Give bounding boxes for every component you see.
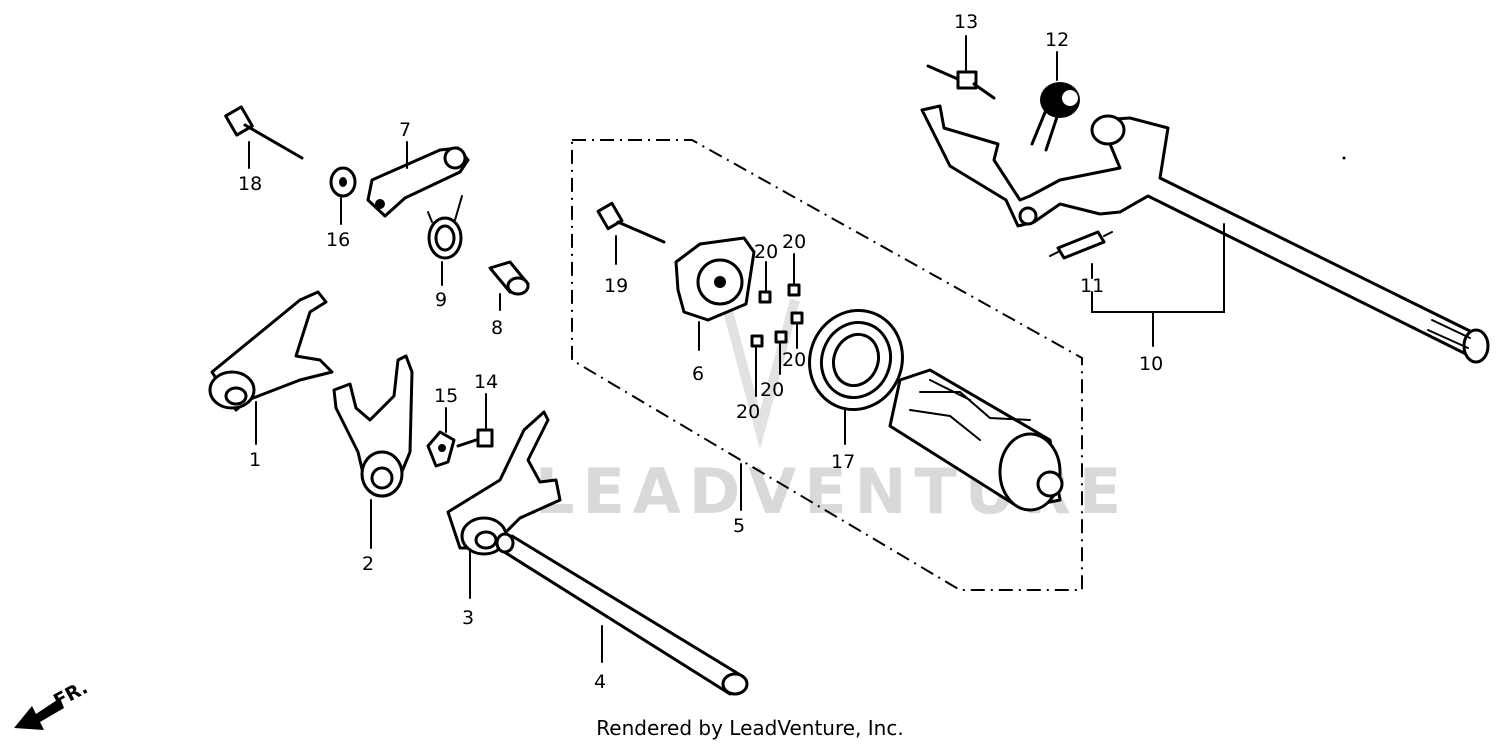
- bearing-17: [808, 308, 904, 445]
- callout-20e: 20: [736, 401, 760, 423]
- stopper-arm-7: [366, 141, 470, 218]
- assembly-outline-5: [571, 139, 1083, 591]
- bolt-13: [926, 35, 996, 100]
- spring-9: [427, 195, 463, 286]
- shift-drum-5: [740, 368, 1064, 512]
- callout-2: 2: [362, 553, 374, 575]
- shift-fork-1: [208, 290, 334, 445]
- callout-19: 19: [604, 275, 628, 297]
- collar-8: [488, 260, 530, 311]
- callout-13: 13: [954, 11, 978, 33]
- callout-3: 3: [462, 607, 474, 629]
- callout-9: 9: [435, 289, 447, 311]
- callout-1: 1: [249, 449, 261, 471]
- callout-18: 18: [238, 173, 262, 195]
- callout-17: 17: [831, 451, 855, 473]
- footer-credit: Rendered by LeadVenture, Inc.: [596, 716, 904, 740]
- callout-10: 10: [1139, 353, 1163, 375]
- cam-plate-6: [674, 236, 756, 351]
- callout-20a: 20: [754, 241, 778, 263]
- callout-7: 7: [399, 119, 411, 141]
- callout-6: 6: [692, 363, 704, 385]
- bolt-18: [224, 105, 304, 169]
- callout-14: 14: [474, 371, 498, 393]
- callout-20d: 20: [760, 379, 784, 401]
- callout-20b: 20: [782, 231, 806, 253]
- pins-20: [750, 253, 804, 397]
- spring-11: [1049, 230, 1113, 279]
- callout-15: 15: [434, 385, 458, 407]
- callout-12: 12: [1045, 29, 1069, 51]
- shaft-4: [495, 532, 749, 696]
- speck: [1342, 156, 1346, 160]
- callout-20c: 20: [782, 349, 806, 371]
- plate-15: [426, 407, 456, 468]
- callout-11: 11: [1080, 275, 1104, 297]
- callout-4: 4: [594, 671, 606, 693]
- callout-16: 16: [326, 229, 350, 251]
- roller-12: [1030, 51, 1080, 152]
- bolt-19: [596, 201, 666, 265]
- callout-8: 8: [491, 317, 503, 339]
- bolt-14: [456, 393, 494, 448]
- spindle-10: [920, 104, 1490, 364]
- washer-16: [329, 166, 357, 225]
- callout-5: 5: [733, 515, 745, 537]
- callout-bracket-10: [1091, 223, 1225, 313]
- shift-fork-2: [332, 354, 414, 549]
